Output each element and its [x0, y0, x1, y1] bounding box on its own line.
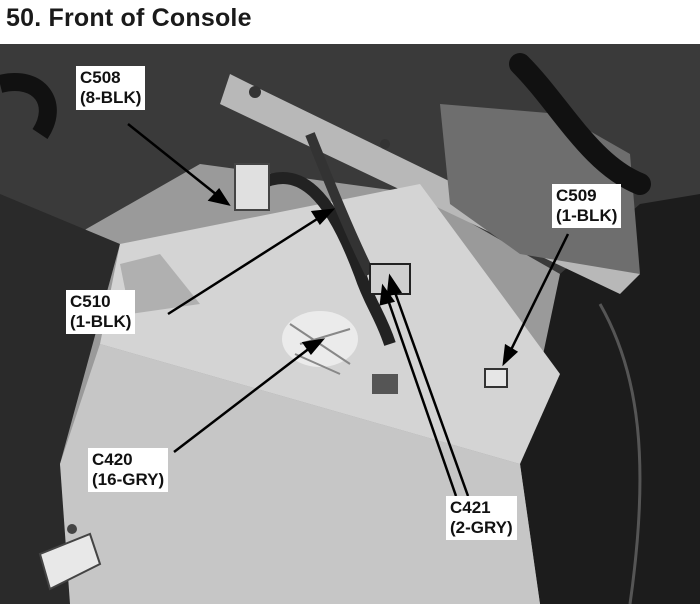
callout-c508: C508 (8-BLK) — [76, 66, 146, 110]
callout-c509-spec: (1-BLK) — [556, 206, 618, 225]
callout-c420: C420 (16-GRY) — [88, 448, 169, 492]
callout-c510-spec: (1-BLK) — [70, 312, 132, 331]
callout-c421: C421 (2-GRY) — [446, 496, 517, 540]
callout-c508-spec: (8-BLK) — [80, 88, 142, 107]
callout-c420-spec: (16-GRY) — [92, 470, 165, 489]
callout-c508-name: C508 — [80, 68, 121, 87]
callout-c421-name: C421 — [450, 498, 491, 517]
callout-c509-name: C509 — [556, 186, 597, 205]
callout-c510: C510 (1-BLK) — [66, 290, 136, 334]
callout-c420-name: C420 — [92, 450, 133, 469]
callout-c421-spec: (2-GRY) — [450, 518, 513, 537]
callout-c510-name: C510 — [70, 292, 111, 311]
figure-title: 50. Front of Console — [6, 4, 252, 32]
callout-c509: C509 (1-BLK) — [552, 184, 622, 228]
